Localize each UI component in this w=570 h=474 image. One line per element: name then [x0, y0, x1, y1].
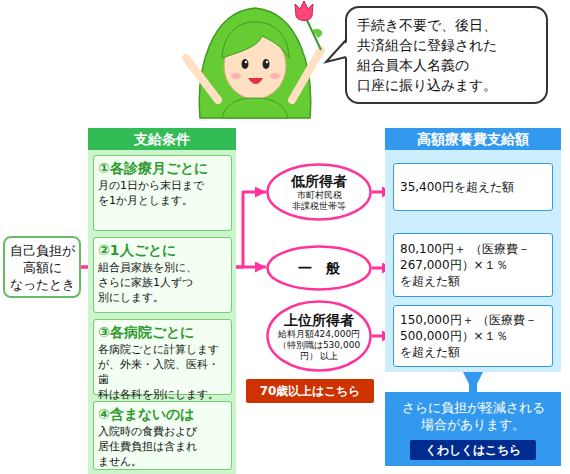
eye-light: [266, 61, 268, 63]
condition-body: 入院時の食費および 居住費負担は含まれ ません。: [98, 424, 227, 469]
panel-heading: 支給条件: [88, 128, 236, 150]
note-box: さらに負担が軽減される 場合があります。くわしくはこちら: [385, 392, 561, 466]
amount-box: 150,000円＋ （医療費－500,000円）×１％ を超えた額: [393, 305, 553, 367]
right-arm: [292, 50, 321, 100]
income-oval: 低所得者市町村民税 非課税世帯等: [266, 163, 372, 221]
condition-box: ②1人ごとに組合員家族を別に、 さらに家族1人ずつ 別にします。: [93, 237, 232, 313]
panel-heading: 高額療養費支給額: [385, 128, 561, 150]
start-text: 自己負担が 高額に なったとき: [8, 242, 76, 293]
body: [222, 98, 288, 118]
speech-bubble: 手続き不要で、後日、 共済組合に登録された 組合員本人名義の 口座に振り込みます…: [345, 6, 548, 104]
eye: [263, 59, 270, 69]
bangs: [222, 22, 289, 58]
condition-box: ①各診療月ごとに月の1日から末日まで を1か月とします。: [93, 155, 232, 231]
note-text: さらに負担が軽減される 場合があります。: [385, 399, 561, 433]
bubble-tail-fill: [326, 40, 349, 62]
income-note: 給料月額424,000円 （特別職は530,000円） 以上: [274, 329, 364, 362]
link-button: 70歳以上はこちら: [246, 379, 374, 403]
amount-text: 150,000円＋ （医療費－500,000円）×１％ を超えた額: [400, 312, 546, 360]
amount-text: 35,400円を超えた額: [400, 179, 514, 195]
condition-box: ③各病院ごとに各病院ごとに計算します が、外来・入院、医科・歯 科は各科を別にし…: [93, 319, 232, 395]
income-oval: 一 般: [266, 245, 372, 291]
condition-body: 組合員家族を別に、 さらに家族1人ずつ 別にします。: [98, 260, 227, 305]
income-note: 市町村民税 非課税世帯等: [274, 190, 364, 212]
condition-body: 各病院ごとに計算します が、外来・入院、医科・歯 科は各科を別にします。: [98, 342, 227, 402]
income-oval: 上位所得者給料月額424,000円 （特別職は530,000円） 以上: [266, 300, 372, 372]
bubble-text: 手続き不要で、後日、 共済組合に登録された 組合員本人名義の 口座に振り込みます…: [357, 15, 536, 95]
condition-panel: 支給条件①各診療月ごとに月の1日から末日まで を1か月とします。②1人ごとに組合…: [88, 128, 236, 474]
oval-shape: [268, 302, 371, 371]
amount-box: 35,400円を超えた額: [393, 163, 553, 211]
tulip-leaf: [312, 29, 322, 38]
oval-shape: [268, 165, 371, 220]
cheek: [270, 73, 280, 79]
amount-panel: 高額療養費支給額 35,400円を超えた額 80,100円＋ （医療費－267,00…: [385, 128, 561, 372]
mouth: [248, 78, 263, 84]
start-box: 自己負担が 高額に なったとき: [3, 236, 81, 298]
income-heading: 上位所得者: [284, 311, 354, 329]
condition-heading: ②1人ごとに: [98, 241, 176, 260]
condition-heading: ④含まないのは: [98, 405, 194, 424]
amount-box: 80,100円＋ （医療費－267,000円）×１％ を超えた額: [393, 233, 553, 297]
bubble-tail-outline: [326, 40, 346, 62]
income-heading: 一 般: [298, 259, 340, 277]
condition-heading: ③各病院ごとに: [98, 323, 194, 342]
link-button: くわしくはこちら: [410, 440, 536, 460]
button-label: 70歳以上はこちら: [260, 383, 361, 399]
cheek: [231, 73, 241, 79]
condition-box: ④含まないのは入院時の食費および 居住費負担は含まれ ません。: [93, 401, 232, 470]
income-heading: 低所得者: [291, 172, 347, 190]
left-arm: [186, 58, 218, 100]
condition-body: 月の1日から末日まで を1か月とします。: [98, 178, 227, 208]
eye-light: [245, 61, 247, 63]
amount-text: 80,100円＋ （医療費－267,000円）×１％ を超えた額: [400, 241, 546, 289]
oval-shape: [268, 247, 371, 290]
down-arrow: [469, 372, 477, 392]
eye: [242, 59, 249, 69]
tulip-flower: [295, 1, 313, 21]
condition-heading: ①各診療月ごとに: [98, 159, 208, 178]
button-label: くわしくはこちら: [425, 442, 521, 458]
